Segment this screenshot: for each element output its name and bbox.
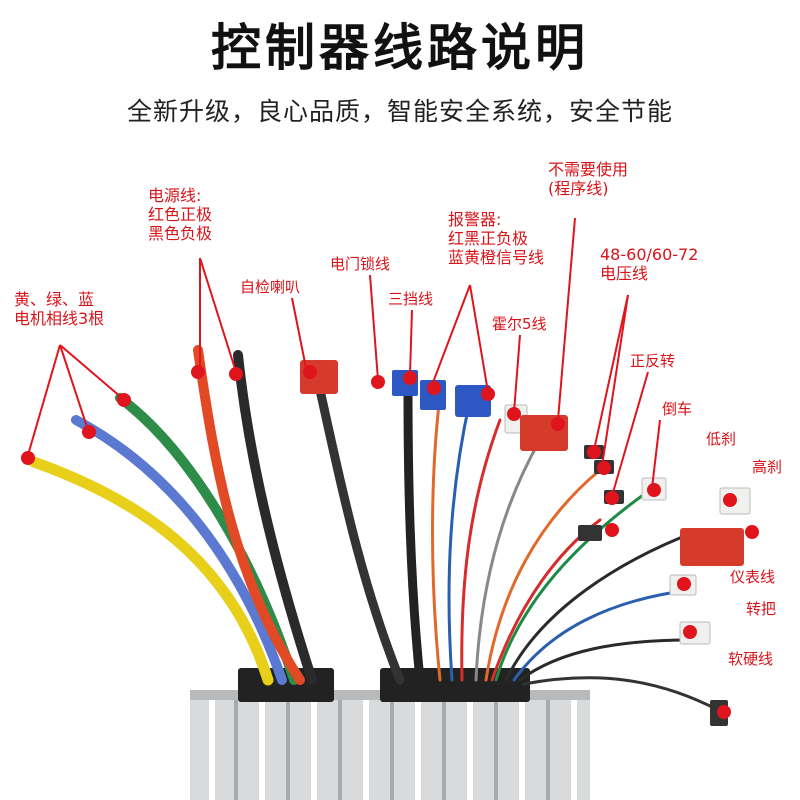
controller-body xyxy=(190,668,590,800)
pointer-lines xyxy=(27,217,661,497)
label-voltage-line2: 电压线 xyxy=(600,264,649,283)
label-forward-reverse-line1: 正反转 xyxy=(630,352,676,370)
label-meter-wire: 仪表线 xyxy=(730,568,775,587)
label-voltage-wire: 48-60/60-72 电压线 xyxy=(600,245,698,283)
label-three-speed-line1: 三挡线 xyxy=(388,290,434,308)
marker-dots xyxy=(21,365,759,719)
label-high-brake: 高刹 xyxy=(752,458,782,477)
label-power-line1: 电源线: xyxy=(148,186,202,205)
label-power-line2: 红色正极 xyxy=(148,205,213,224)
label-reverse-line1: 倒车 xyxy=(662,400,693,418)
label-alarm-line2: 红黑正负极 xyxy=(448,229,529,248)
label-phase-line2: 电机相线3根 xyxy=(14,309,105,328)
label-selfcheck-line1: 自检喇叭 xyxy=(240,278,301,296)
label-lock-wire: 电门锁线 xyxy=(330,255,390,274)
label-soft-hard-line1: 软硬线 xyxy=(728,650,774,668)
power-wires xyxy=(193,345,317,685)
label-low-brake: 低刹 xyxy=(706,430,736,449)
label-meter-line1: 仪表线 xyxy=(730,568,776,586)
label-self-check-horn: 自检喇叭 xyxy=(240,278,300,297)
label-voltage-line1: 48-60/60-72 xyxy=(600,245,699,264)
label-phase-line1: 黄、绿、蓝 xyxy=(14,290,95,309)
label-throttle: 转把 xyxy=(746,600,776,619)
label-program-line1: 不需要使用 xyxy=(548,160,629,179)
label-low-brake-line1: 低刹 xyxy=(706,430,737,448)
label-phase-wires: 黄、绿、蓝 电机相线3根 xyxy=(14,290,104,328)
label-hall-wires: 霍尔5线 xyxy=(492,315,547,334)
label-alarm-line1: 报警器: xyxy=(448,210,502,229)
label-program-wire: 不需要使用 (程序线) xyxy=(548,160,628,198)
label-soft-hard-wire: 软硬线 xyxy=(728,650,773,669)
label-forward-reverse: 正反转 xyxy=(630,352,675,371)
label-power-wires: 电源线: 红色正极 黑色负极 xyxy=(148,186,212,243)
label-program-line2: (程序线) xyxy=(548,179,609,198)
label-power-line3: 黑色负极 xyxy=(148,224,213,243)
label-high-brake-line1: 高刹 xyxy=(752,458,783,476)
page-title: 控制器线路说明 xyxy=(211,19,589,77)
label-throttle-line1: 转把 xyxy=(746,600,777,618)
label-alarm: 报警器: 红黑正负极 蓝黄橙信号线 xyxy=(448,210,544,267)
page-subtitle: 全新升级，良心品质，智能安全系统，安全节能 xyxy=(126,97,673,126)
label-lock-line1: 电门锁线 xyxy=(330,255,391,273)
label-hall-line1: 霍尔5线 xyxy=(492,315,547,333)
label-reverse: 倒车 xyxy=(662,400,692,419)
label-three-speed: 三挡线 xyxy=(388,290,433,309)
label-alarm-line3: 蓝黄橙信号线 xyxy=(448,248,545,267)
